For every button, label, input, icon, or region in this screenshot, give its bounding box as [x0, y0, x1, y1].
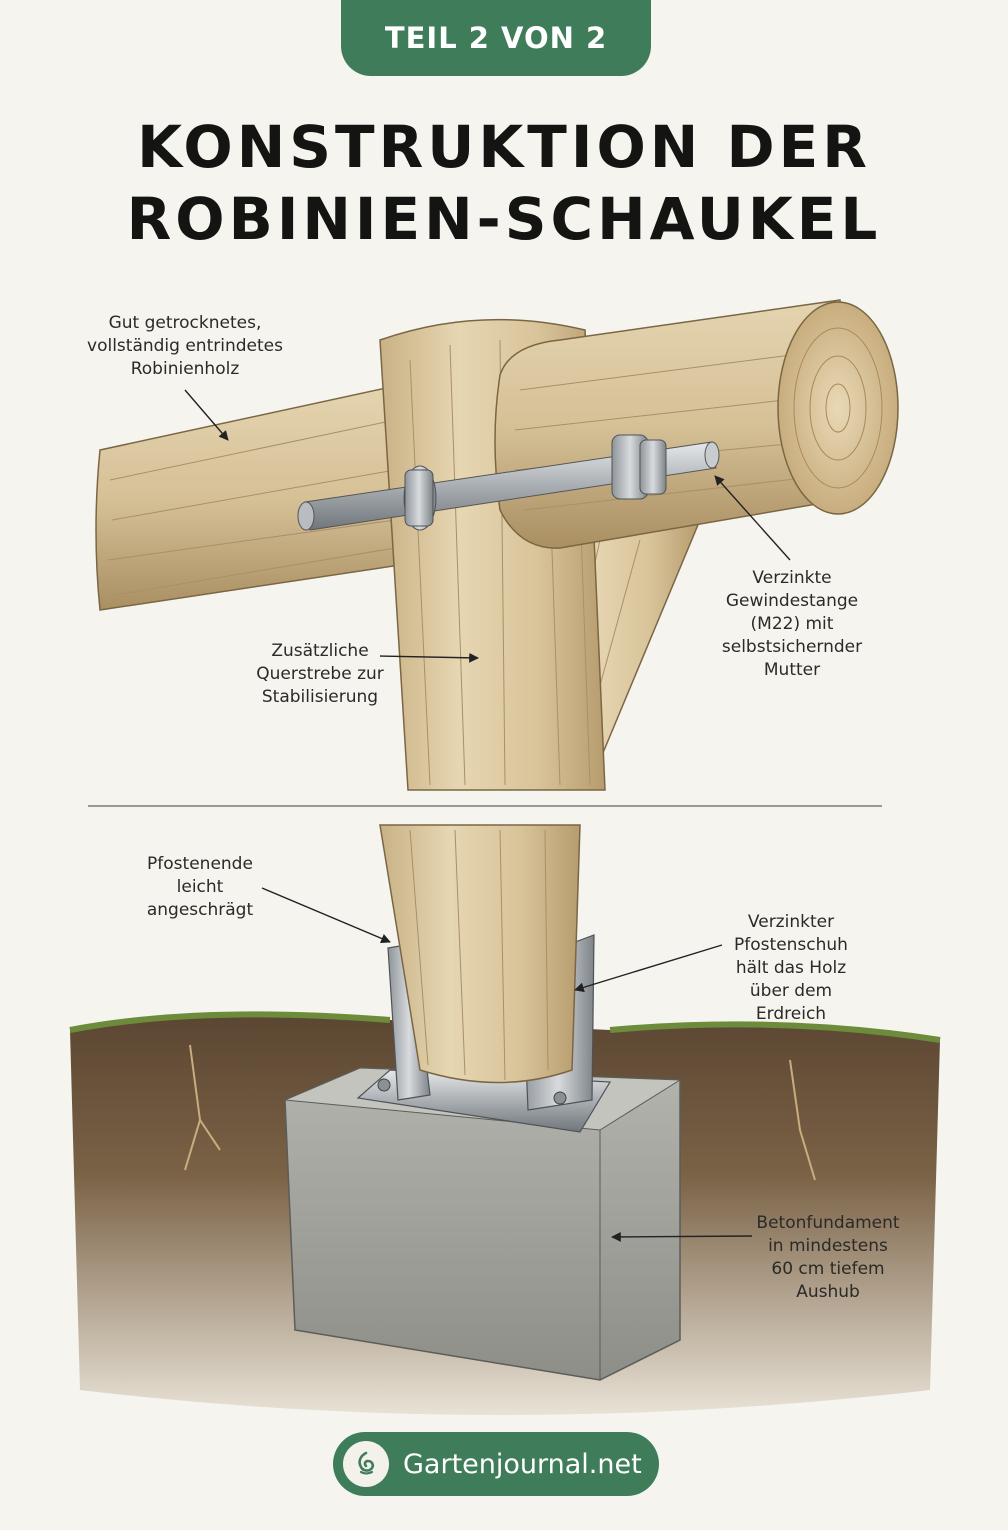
part-badge: TEIL 2 VON 2: [341, 0, 651, 76]
arrow-post-shoe: [574, 944, 723, 993]
arrow-brace: [379, 652, 479, 663]
leaf-logo-icon: [343, 1441, 389, 1487]
label-post-end: Pfostenende leicht angeschrägt: [146, 854, 254, 920]
label-wood: Gut getrocknetes, vollständig entrindete…: [87, 313, 283, 379]
brand-pill[interactable]: Gartenjournal.net: [333, 1432, 659, 1496]
brand-name: Gartenjournal.net: [403, 1448, 642, 1480]
label-post-shoe: Verzinkter Pfostenschuh hält das Holz üb…: [734, 912, 848, 1024]
arrow-wood: [184, 389, 229, 441]
label-cross-brace: Zusätzliche Querstrebe zur Stabilisierun…: [256, 641, 384, 707]
page-title-line-2: ROBINIEN-SCHAUKEL: [126, 185, 882, 253]
arrow-post-end: [261, 887, 391, 944]
arrow-foundation: [611, 1232, 753, 1242]
page-title-line-1: KONSTRUKTION DER: [137, 113, 871, 181]
leader-arrows: [184, 389, 791, 1242]
label-threaded-rod: Verzinkte Gewindestange (M22) mit selbst…: [721, 568, 863, 680]
arrow-rod: [714, 475, 791, 561]
left-beam: [95, 384, 401, 611]
vertical-post-lower: [379, 824, 581, 1084]
threaded-rod: [297, 434, 720, 531]
label-foundation: Betonfundament in mindestens 60 cm tiefe…: [756, 1213, 900, 1302]
